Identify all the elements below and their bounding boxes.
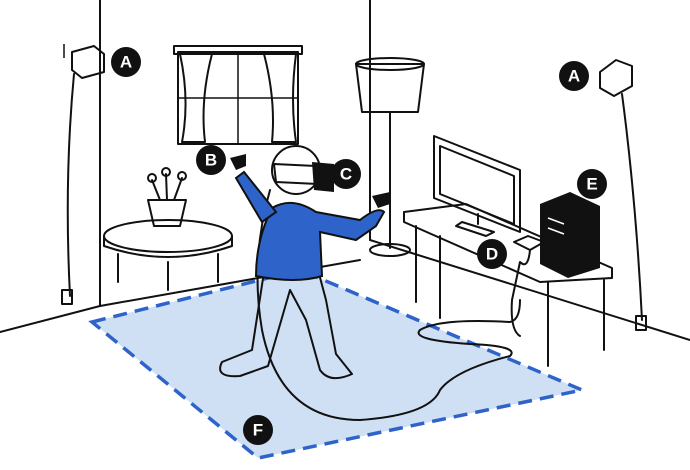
- label-marker-a-right: A: [559, 61, 589, 91]
- label-marker-c: C: [331, 159, 361, 189]
- base-station-right: [599, 59, 647, 331]
- svg-text:E: E: [586, 175, 597, 194]
- headset-cable: [256, 189, 521, 421]
- computer-tower: [540, 192, 600, 278]
- label-marker-a-left: A: [111, 47, 141, 77]
- controller-left: [230, 154, 246, 170]
- label-marker-d: D: [477, 239, 507, 269]
- link-box: [510, 235, 545, 337]
- monitor: [433, 135, 521, 237]
- vr-user: [219, 145, 390, 380]
- svg-text:F: F: [253, 421, 263, 440]
- label-marker-e: E: [577, 169, 607, 199]
- svg-text:C: C: [340, 165, 352, 184]
- controller-right: [372, 192, 390, 208]
- svg-text:D: D: [486, 245, 498, 264]
- label-marker-f: F: [243, 415, 273, 445]
- floor-lamp: [355, 57, 425, 257]
- label-marker-b: B: [196, 145, 226, 175]
- base-station-left: [61, 44, 105, 305]
- svg-text:B: B: [205, 151, 217, 170]
- svg-text:A: A: [568, 67, 580, 86]
- play-area: [88, 268, 588, 460]
- window: [173, 45, 303, 145]
- svg-text:A: A: [120, 53, 132, 72]
- side-table: [103, 167, 233, 291]
